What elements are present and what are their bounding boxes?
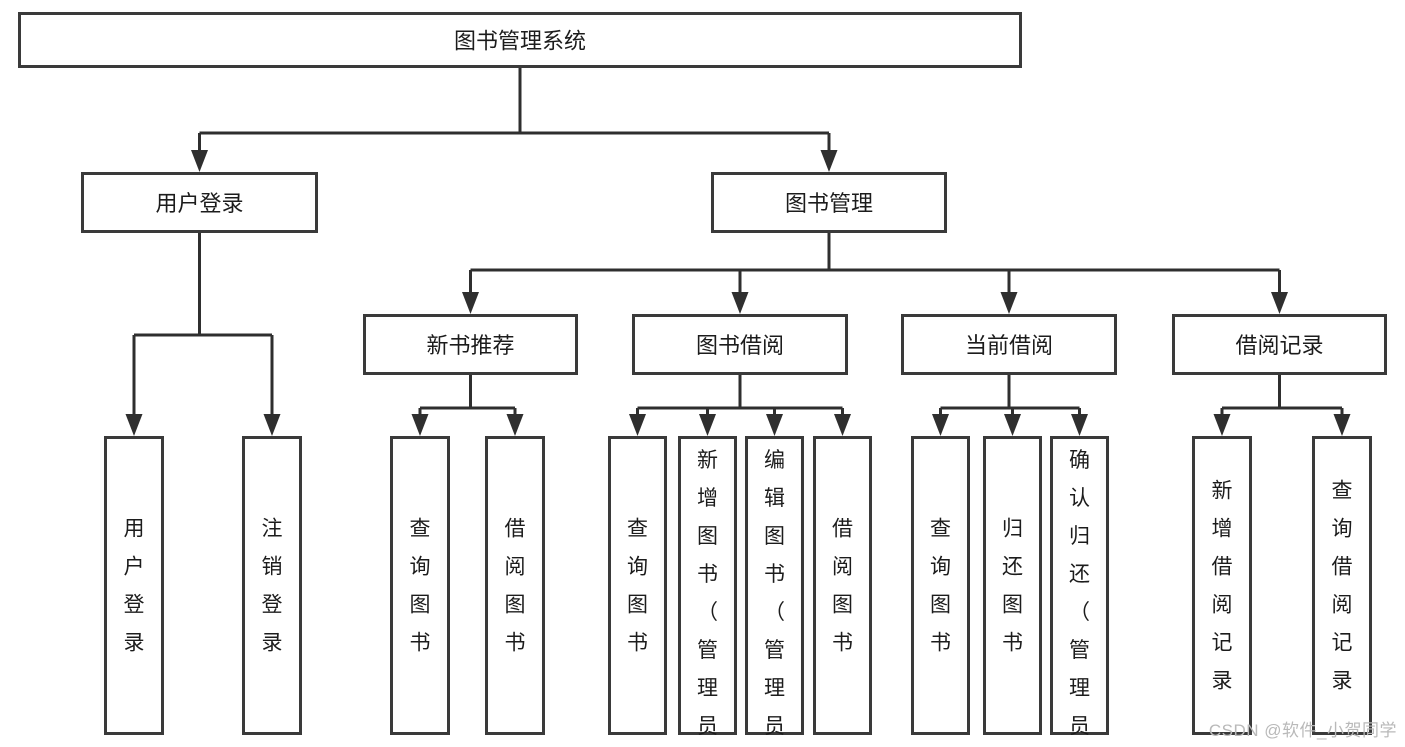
node-leaf-user-login[interactable]: 用户登录 — [104, 436, 164, 735]
node-new-book-rec[interactable]: 新书推荐 — [363, 314, 578, 375]
node-leaf-query-book-1[interactable]: 查询图书 — [390, 436, 450, 735]
node-leaf-user-logout[interactable]: 注销登录 — [242, 436, 302, 735]
arrow-head-e-root-bookmanage — [820, 150, 838, 172]
node-label-current-borrow: 当前借阅 — [965, 333, 1053, 358]
node-book-borrow[interactable]: 图书借阅 — [632, 314, 848, 375]
node-label-leaf-add-book: 新增图书（管理员） — [697, 449, 718, 747]
node-box-leaf-add-record — [1192, 436, 1252, 735]
node-label-leaf-user-login: 用户登录 — [124, 517, 145, 654]
node-label-borrow-record: 借阅记录 — [1235, 333, 1323, 358]
arrow-head-e-currentborrow-query3 — [932, 414, 949, 436]
node-box-root — [18, 12, 1022, 68]
node-leaf-return-book[interactable]: 归还图书 — [983, 436, 1042, 735]
arrow-head-e-userlogin-leaflogout — [263, 414, 281, 436]
node-box-leaf-query-book-2 — [608, 436, 667, 735]
arrow-head-e-bookborrow-borrow2 — [834, 414, 851, 436]
node-box-new-book-rec — [363, 314, 578, 375]
node-label-leaf-add-record: 新增借阅记录 — [1212, 479, 1233, 692]
node-label-book-manage: 图书管理 — [785, 191, 873, 216]
node-current-borrow[interactable]: 当前借阅 — [901, 314, 1117, 375]
node-label-leaf-borrow-book-2: 借阅图书 — [832, 517, 853, 654]
node-label-leaf-query-book-2: 查询图书 — [627, 517, 648, 654]
arrow-head-e-bookmanage-bookborrow — [731, 292, 749, 314]
node-box-leaf-add-book — [678, 436, 737, 735]
node-leaf-add-book[interactable]: 新增图书（管理员） — [678, 436, 737, 747]
node-leaf-edit-book[interactable]: 编辑图书（管理员） — [745, 436, 804, 747]
node-box-book-borrow — [632, 314, 848, 375]
node-box-leaf-borrow-book-1 — [485, 436, 545, 735]
node-leaf-add-record[interactable]: 新增借阅记录 — [1192, 436, 1252, 735]
node-label-leaf-user-logout: 注销登录 — [262, 517, 283, 654]
node-book-manage[interactable]: 图书管理 — [711, 172, 947, 233]
node-box-leaf-confirm-return — [1050, 436, 1109, 735]
node-label-new-book-rec: 新书推荐 — [426, 333, 514, 358]
node-leaf-query-record[interactable]: 查询借阅记录 — [1312, 436, 1372, 735]
node-root[interactable]: 图书管理系统 — [18, 12, 1022, 68]
node-box-user-login — [81, 172, 318, 233]
arrow-head-e-bookborrow-addbook — [699, 414, 716, 436]
arrow-head-e-userlogin-leaflogin — [125, 414, 143, 436]
arrow-head-e-root-userlogin — [191, 150, 208, 172]
arrow-head-e-borrowrecord-queryrec — [1333, 414, 1351, 436]
arrow-head-e-bookmanage-currentborrow — [1000, 292, 1018, 314]
arrow-head-e-newbookrec-query1 — [411, 414, 429, 436]
node-leaf-borrow-book-2[interactable]: 借阅图书 — [813, 436, 872, 735]
arrow-head-e-bookborrow-editbook — [766, 414, 783, 436]
node-label-book-borrow: 图书借阅 — [696, 333, 784, 358]
node-box-leaf-edit-book — [745, 436, 804, 735]
node-box-leaf-user-login — [104, 436, 164, 735]
arrow-head-e-currentborrow-return — [1004, 414, 1021, 436]
node-label-user-login: 用户登录 — [155, 191, 243, 216]
node-label-leaf-confirm-return: 确认归还（管理员） — [1069, 449, 1090, 747]
node-borrow-record[interactable]: 借阅记录 — [1172, 314, 1387, 375]
node-leaf-confirm-return[interactable]: 确认归还（管理员） — [1050, 436, 1109, 747]
node-box-leaf-query-record — [1312, 436, 1372, 735]
node-box-leaf-query-book-1 — [390, 436, 450, 735]
watermark-label: CSDN @软件_小贺同学 — [1208, 721, 1397, 740]
node-box-leaf-query-book-3 — [911, 436, 970, 735]
connector-layer — [125, 68, 1351, 436]
node-leaf-query-book-2[interactable]: 查询图书 — [608, 436, 667, 735]
node-label-leaf-query-book-1: 查询图书 — [410, 517, 431, 654]
node-box-leaf-return-book — [983, 436, 1042, 735]
arrow-head-e-currentborrow-confirm — [1071, 414, 1088, 436]
node-layer: 图书管理系统用户登录图书管理新书推荐图书借阅当前借阅借阅记录用户登录注销登录查询… — [18, 12, 1387, 747]
node-box-borrow-record — [1172, 314, 1387, 375]
node-box-leaf-borrow-book-2 — [813, 436, 872, 735]
node-label-leaf-edit-book: 编辑图书（管理员） — [764, 449, 785, 747]
arrow-head-e-borrowrecord-addrec — [1213, 414, 1231, 436]
node-box-book-manage — [711, 172, 947, 233]
node-box-current-borrow — [901, 314, 1117, 375]
node-label-root: 图书管理系统 — [454, 29, 586, 54]
arrow-head-e-bookborrow-query2 — [629, 414, 646, 436]
node-label-leaf-borrow-book-1: 借阅图书 — [505, 517, 526, 654]
node-label-leaf-query-book-3: 查询图书 — [930, 517, 951, 654]
arrow-head-e-bookmanage-newbookrec — [462, 292, 479, 314]
arrow-head-e-newbookrec-borrow1 — [506, 414, 524, 436]
node-leaf-borrow-book-1[interactable]: 借阅图书 — [485, 436, 545, 735]
node-label-leaf-return-book: 归还图书 — [1002, 517, 1023, 654]
arrow-head-e-bookmanage-borrowrecord — [1271, 292, 1288, 314]
node-label-leaf-query-record: 查询借阅记录 — [1332, 479, 1353, 692]
node-box-leaf-user-logout — [242, 436, 302, 735]
node-user-login[interactable]: 用户登录 — [81, 172, 318, 233]
node-leaf-query-book-3[interactable]: 查询图书 — [911, 436, 970, 735]
